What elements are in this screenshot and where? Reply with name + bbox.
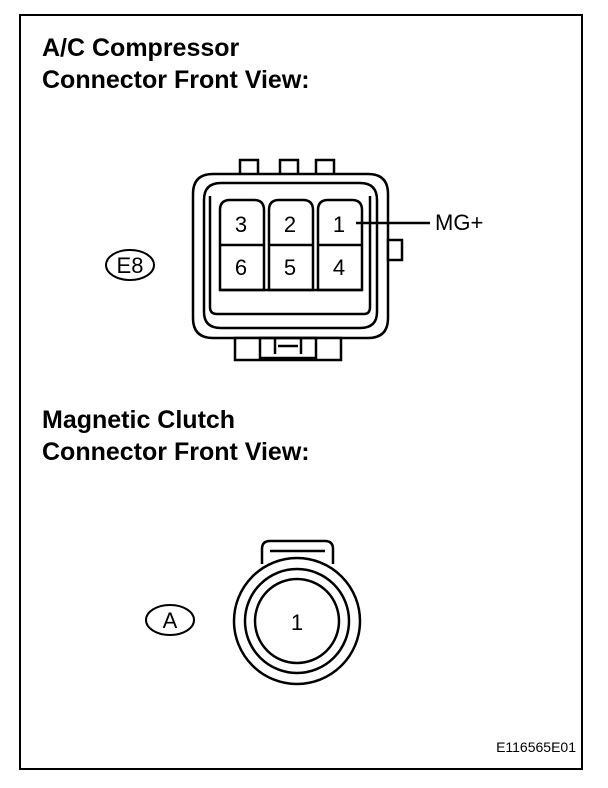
e8-connector-id: E8 [117, 253, 144, 278]
ac-compressor-title-line1: A/C Compressor [42, 34, 240, 62]
magnetic-clutch-title-line2: Connector Front View: [42, 438, 310, 466]
figure-code: E116565E01 [496, 739, 576, 755]
magnetic-clutch-title-line1: Magnetic Clutch [42, 406, 236, 434]
mg-plus-label: MG+ [435, 210, 483, 235]
magnetic-clutch-connector [232, 539, 362, 686]
pin-5-label: 5 [284, 255, 296, 280]
ac-compressor-connector [191, 158, 430, 362]
a-connector-id: A [163, 608, 178, 633]
pin-4-label: 4 [333, 255, 345, 280]
magnetic-clutch-title: Magnetic Clutch Connector Front View: [42, 404, 310, 468]
clutch-pin-1-label: 1 [291, 610, 303, 635]
pin-6-label: 6 [235, 255, 247, 280]
e8-connector-badge: E8 [105, 249, 155, 281]
ac-compressor-title-line2: Connector Front View: [42, 66, 310, 94]
pin-3-label: 3 [235, 212, 247, 237]
pin-2-label: 2 [284, 212, 296, 237]
pin-1-label: 1 [333, 212, 345, 237]
a-connector-badge: A [145, 604, 195, 636]
ac-compressor-title: A/C Compressor Connector Front View: [42, 32, 310, 96]
